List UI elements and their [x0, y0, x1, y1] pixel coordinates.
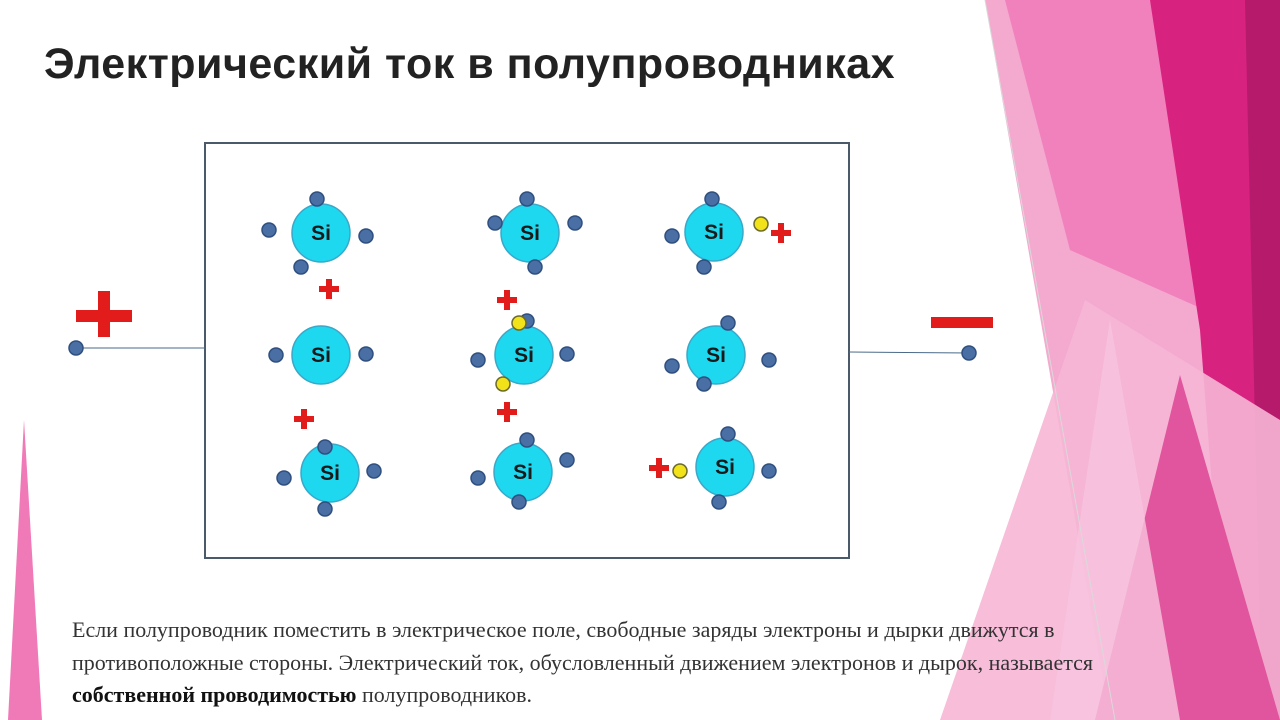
- wire-right: [848, 351, 971, 354]
- electron: [358, 228, 374, 244]
- electron: [470, 352, 486, 368]
- si-atom-circle: [291, 325, 351, 385]
- left-deco-spike: [8, 420, 42, 720]
- paragraph-bold-term: собственной проводимостью: [72, 682, 357, 707]
- electron: [711, 494, 727, 510]
- si-atom-label: Si: [311, 222, 331, 245]
- si-atom-label: Si: [514, 344, 534, 367]
- electron: [519, 432, 535, 448]
- electron: [358, 346, 374, 362]
- hole: [495, 376, 511, 392]
- electron: [317, 439, 333, 455]
- hole-plus-icon: [497, 290, 517, 310]
- electron: [567, 215, 583, 231]
- electron-group: [261, 191, 777, 517]
- electron: [268, 347, 284, 363]
- hole-plus-icon: [497, 402, 517, 422]
- si-atom: Si: [684, 202, 744, 262]
- si-atom-label: Si: [520, 222, 540, 245]
- hole: [511, 315, 527, 331]
- electron: [559, 452, 575, 468]
- si-atom-label: Si: [311, 344, 331, 367]
- semiconductor-frame: [204, 142, 850, 559]
- si-atom: Si: [494, 325, 554, 385]
- si-atom: Si: [686, 325, 746, 385]
- si-atom-circle: [686, 325, 746, 385]
- hole: [672, 463, 688, 479]
- electron: [664, 228, 680, 244]
- electron: [527, 259, 543, 275]
- electron: [761, 463, 777, 479]
- hole-plus-icon: [649, 458, 669, 478]
- electron: [317, 501, 333, 517]
- si-atom: Si: [291, 203, 351, 263]
- electron: [293, 259, 309, 275]
- explanation-paragraph: Если полупроводник поместить в электриче…: [72, 614, 1152, 712]
- electron: [559, 346, 575, 362]
- si-atom: Si: [500, 203, 560, 263]
- slide-title: Электрический ток в полупроводниках: [44, 40, 896, 88]
- electron: [704, 191, 720, 207]
- electron: [366, 463, 382, 479]
- paragraph-text-end: полупроводников.: [356, 682, 533, 707]
- plus-bar: [301, 409, 307, 429]
- electron: [696, 376, 712, 392]
- plus-bar: [326, 279, 332, 299]
- electron: [696, 259, 712, 275]
- electron: [664, 358, 680, 374]
- plus-sign-icon: [76, 291, 132, 337]
- si-atom-label: Si: [704, 221, 724, 244]
- si-atom-label: Si: [706, 344, 726, 367]
- right-terminal-electron: [961, 345, 977, 361]
- hole-plus-icon: [294, 409, 314, 429]
- electron: [309, 191, 325, 207]
- deco-facet: [1050, 320, 1180, 720]
- electron: [276, 470, 292, 486]
- electron: [470, 470, 486, 486]
- si-atom: Si: [695, 437, 755, 497]
- electron: [511, 494, 527, 510]
- electron: [720, 426, 736, 442]
- hole-group: [495, 216, 769, 479]
- electron: [261, 222, 277, 238]
- si-atom: Si: [493, 442, 553, 502]
- plus-bar: [504, 290, 510, 310]
- paragraph-text: Если полупроводник поместить в электриче…: [72, 617, 1093, 675]
- plus-bar: [504, 402, 510, 422]
- electron: [720, 315, 736, 331]
- electron: [519, 191, 535, 207]
- plus-bar: [778, 223, 784, 243]
- minus-sign-icon: [931, 317, 993, 328]
- hole-charge-group: [294, 223, 791, 478]
- si-atom-label: Si: [715, 456, 735, 479]
- electron: [761, 352, 777, 368]
- hole-plus-icon: [771, 223, 791, 243]
- si-atom-label: Si: [513, 461, 533, 484]
- deco-line: [984, 0, 1116, 720]
- si-atom-label: Si: [320, 462, 340, 485]
- hole: [753, 216, 769, 232]
- left-terminal-electron: [68, 340, 84, 356]
- electron: [487, 215, 503, 231]
- plus-bar: [656, 458, 662, 478]
- hole-plus-icon: [319, 279, 339, 299]
- si-atom: Si: [291, 325, 351, 385]
